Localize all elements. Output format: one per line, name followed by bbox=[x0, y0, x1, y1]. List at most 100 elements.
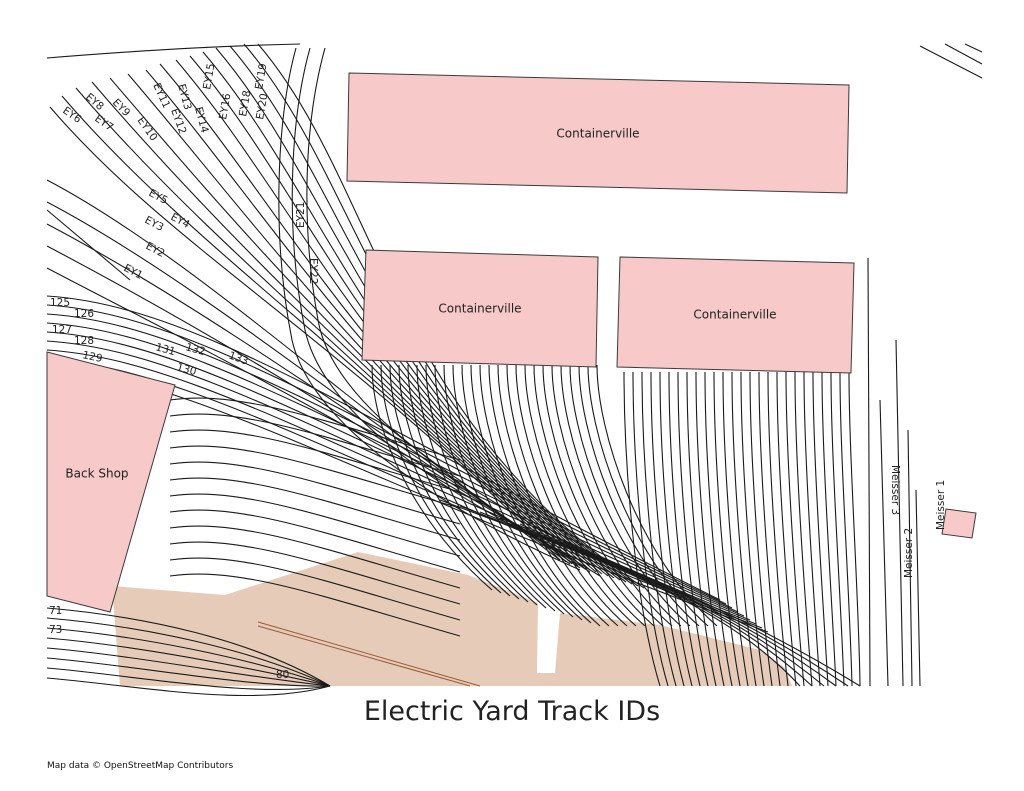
building-label: Containerville bbox=[693, 308, 776, 322]
track-line bbox=[776, 371, 797, 687]
track-label: EY18 bbox=[237, 89, 253, 117]
track-line bbox=[46, 637, 331, 687]
track-line bbox=[169, 573, 461, 637]
track-line bbox=[169, 413, 461, 477]
track-line bbox=[722, 371, 749, 687]
track-line bbox=[879, 399, 889, 687]
track-line bbox=[632, 371, 669, 687]
track-label: Meisser 3 bbox=[889, 465, 901, 515]
building-containerville-east[interactable] bbox=[616, 256, 855, 374]
building-back-shop[interactable] bbox=[46, 351, 176, 613]
building-label: Containerville bbox=[438, 302, 521, 316]
track-line bbox=[46, 267, 601, 577]
track-line bbox=[740, 371, 765, 687]
track-line bbox=[560, 364, 682, 627]
track-line bbox=[812, 371, 829, 687]
track-line bbox=[785, 371, 805, 687]
track-label: 128 bbox=[74, 335, 94, 347]
track-line bbox=[519, 523, 849, 687]
track-label: 132 bbox=[184, 341, 206, 358]
track-line bbox=[46, 617, 331, 687]
track-line bbox=[659, 371, 693, 687]
track-line bbox=[169, 557, 461, 621]
track-line bbox=[202, 51, 621, 581]
track-line bbox=[407, 364, 529, 603]
track-label: 125 bbox=[50, 297, 70, 309]
track-line bbox=[459, 505, 813, 687]
track-label: EY19 bbox=[253, 62, 269, 90]
track-label: 80 bbox=[276, 669, 289, 681]
track-line bbox=[686, 371, 717, 687]
track-line bbox=[46, 304, 727, 605]
building-small[interactable] bbox=[941, 508, 977, 539]
track-line bbox=[915, 489, 921, 687]
track-label: EY20 bbox=[254, 92, 270, 120]
track-line bbox=[389, 364, 511, 597]
track-line bbox=[677, 371, 709, 687]
track-line bbox=[439, 499, 801, 687]
track-line bbox=[46, 295, 721, 601]
track-label: EY22 bbox=[307, 258, 319, 284]
track-line bbox=[964, 43, 983, 53]
track-label: 130 bbox=[175, 361, 197, 378]
track-label: EY15 bbox=[201, 62, 217, 90]
track-line bbox=[169, 429, 461, 493]
track-line bbox=[542, 364, 664, 627]
track-line bbox=[461, 364, 583, 621]
track-line bbox=[830, 371, 845, 687]
track-line bbox=[46, 627, 331, 687]
track-line bbox=[515, 364, 637, 627]
track-line bbox=[49, 106, 561, 561]
track-line bbox=[569, 364, 691, 627]
track-line bbox=[169, 461, 461, 525]
track-label: 71 bbox=[49, 605, 62, 617]
track-line bbox=[46, 647, 331, 687]
track-line bbox=[506, 364, 628, 627]
track-line bbox=[46, 209, 131, 281]
track-line bbox=[91, 81, 579, 567]
track-line bbox=[46, 607, 331, 687]
track-line bbox=[169, 541, 461, 605]
track-line bbox=[551, 364, 673, 627]
map-attribution: Map data © OpenStreetMap Contributors bbox=[47, 761, 234, 771]
track-line bbox=[416, 364, 538, 606]
track-line bbox=[907, 429, 913, 687]
track-label: 73 bbox=[49, 624, 62, 636]
track-line bbox=[668, 371, 701, 687]
building-containerville-north[interactable] bbox=[346, 72, 850, 194]
track-line bbox=[944, 43, 983, 65]
track-line bbox=[470, 364, 592, 624]
track-line bbox=[425, 364, 547, 609]
track-line bbox=[479, 364, 601, 627]
track-line bbox=[821, 371, 837, 687]
track-line bbox=[434, 364, 556, 612]
track-label: 127 bbox=[52, 324, 72, 336]
track-line bbox=[380, 364, 502, 594]
track-line bbox=[578, 364, 700, 627]
track-line bbox=[839, 371, 853, 687]
track-line bbox=[803, 371, 821, 687]
track-line bbox=[794, 371, 813, 687]
building-containerville-mid[interactable] bbox=[361, 249, 599, 368]
track-line bbox=[867, 257, 871, 687]
track-label: EY21 bbox=[295, 202, 307, 228]
track-label: 131 bbox=[154, 341, 176, 358]
track-line bbox=[488, 364, 610, 627]
track-line bbox=[109, 77, 585, 569]
track-line bbox=[704, 371, 733, 687]
track-line bbox=[46, 179, 561, 561]
track-line bbox=[623, 371, 661, 687]
track-line bbox=[895, 339, 904, 687]
track-network bbox=[46, 43, 983, 697]
track-line bbox=[695, 371, 725, 687]
track-label: 126 bbox=[74, 308, 94, 320]
track-label: Meisser 2 bbox=[903, 528, 915, 578]
track-line bbox=[713, 371, 741, 687]
track-line bbox=[169, 509, 461, 573]
track-line bbox=[46, 657, 331, 687]
track-line bbox=[848, 371, 861, 687]
track-line bbox=[443, 364, 565, 615]
building-label: Containerville bbox=[556, 127, 639, 141]
building-label: Back Shop bbox=[65, 467, 128, 481]
